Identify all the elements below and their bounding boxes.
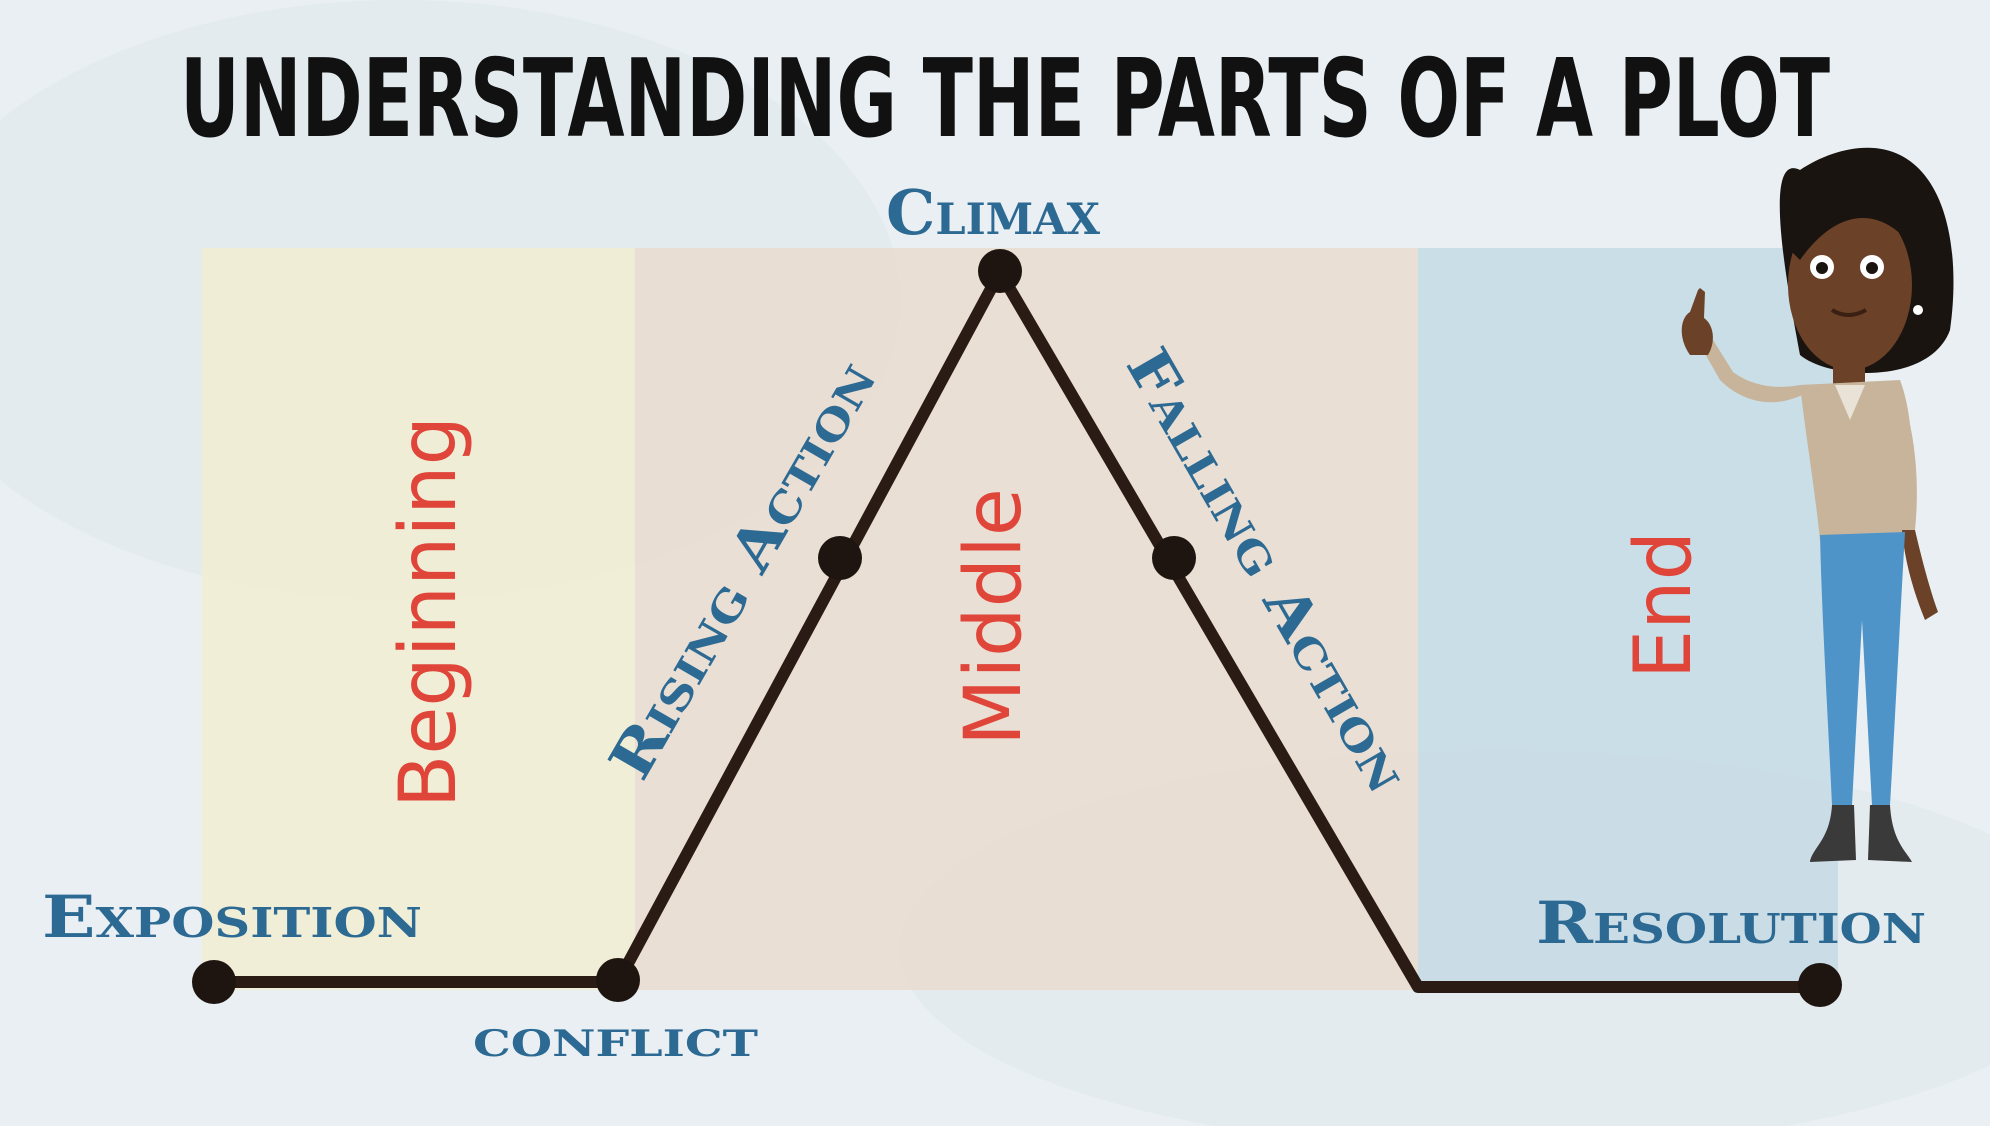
exposition-point [192, 960, 236, 1004]
section-beginning-label: Beginning [384, 416, 474, 808]
conflict-point [596, 958, 640, 1002]
presenter-woman-icon [1681, 147, 1954, 862]
resolution-label: Resolution [1536, 889, 1926, 957]
section-middle-label: Middle [949, 488, 1039, 746]
middle-band [635, 248, 1418, 990]
falling-action-point [1152, 536, 1196, 580]
end-band [1418, 248, 1838, 990]
climax-point [978, 249, 1022, 293]
section-end-label: End [1619, 531, 1709, 679]
rising-action-point [818, 536, 862, 580]
resolution-point [1798, 963, 1842, 1007]
beginning-band [202, 248, 635, 990]
climax-label: Climax [886, 176, 1101, 249]
exposition-label: Exposition [42, 883, 422, 951]
page-title: UNDERSTANDING THE PARTS OF A PLOT [180, 37, 1830, 162]
conflict-label: conflict [473, 1008, 758, 1069]
